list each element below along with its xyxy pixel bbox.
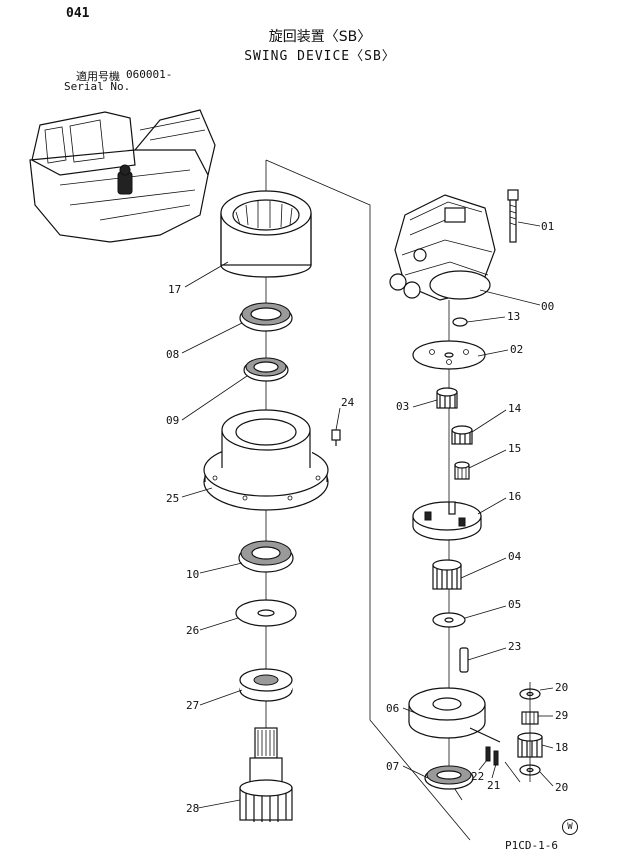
callout-16: 16	[508, 490, 522, 503]
pin-21	[493, 750, 499, 766]
carrier-16	[412, 501, 482, 541]
ring-13	[452, 317, 468, 327]
callout-21: 21	[487, 779, 501, 792]
swing-motor-00	[389, 194, 496, 301]
serial-label-japanese: 適用号機	[76, 70, 120, 83]
callout-20-upper: 20	[555, 681, 569, 694]
thrust-ring-07	[424, 765, 474, 790]
seal-09	[243, 357, 289, 382]
collar-27	[239, 668, 293, 702]
pinion-shaft-28	[239, 727, 293, 822]
callout-20-lower: 20	[555, 781, 569, 794]
callout-10: 10	[186, 568, 200, 581]
bearing-10	[238, 540, 294, 573]
callout-29: 29	[555, 709, 569, 722]
planet-guide-line	[504, 761, 521, 783]
title-japanese: 旋回装置〈SB〉	[268, 29, 372, 45]
bearing-08	[239, 302, 293, 332]
callout-03: 03	[396, 400, 410, 413]
callout-13: 13	[507, 310, 521, 323]
callout-04: 04	[508, 550, 522, 563]
callout-07: 07	[386, 760, 400, 773]
sun-gear-03	[436, 387, 458, 409]
callout-18: 18	[555, 741, 569, 754]
watermark-symbol: W	[562, 819, 578, 835]
plug-24	[331, 429, 341, 446]
callout-01: 01	[541, 220, 555, 233]
page-number: 041	[66, 6, 90, 21]
callout-28: 28	[186, 802, 200, 815]
callout-24: 24	[341, 396, 355, 409]
serial-value: 060001-	[126, 68, 173, 81]
callout-05: 05	[508, 598, 522, 611]
callout-27: 27	[186, 699, 200, 712]
callout-23: 23	[508, 640, 522, 653]
callout-26: 26	[186, 624, 200, 637]
planet-gear-14	[451, 425, 473, 445]
callout-02: 02	[510, 343, 524, 356]
washer-26	[235, 599, 297, 627]
housing-25	[203, 409, 329, 511]
ring-gear-17	[220, 190, 312, 278]
callout-00: 00	[541, 300, 555, 313]
washer-05	[432, 612, 466, 628]
serial-label-english: Serial No.	[64, 80, 131, 93]
sun-gear-04	[432, 559, 462, 590]
leader-lines	[181, 221, 554, 809]
pin-22	[485, 746, 491, 762]
callout-17: 17	[168, 283, 182, 296]
carrier-06	[408, 687, 501, 743]
callout-08: 08	[166, 348, 180, 361]
callout-06: 06	[386, 702, 400, 715]
excavator-thumbnail	[29, 109, 216, 243]
thrust-plate-02	[412, 340, 486, 370]
footer-page-code: P1CD-1-6	[505, 839, 558, 852]
callout-09: 09	[166, 414, 180, 427]
needle-bearing-15	[454, 461, 470, 480]
title-english: SWING DEVICE〈SB〉	[244, 49, 396, 64]
bolt-01	[507, 189, 519, 243]
callout-14: 14	[508, 402, 522, 415]
callout-25: 25	[166, 492, 180, 505]
callout-15: 15	[508, 442, 522, 455]
callout-22: 22	[471, 770, 485, 783]
pin-23	[459, 647, 469, 673]
